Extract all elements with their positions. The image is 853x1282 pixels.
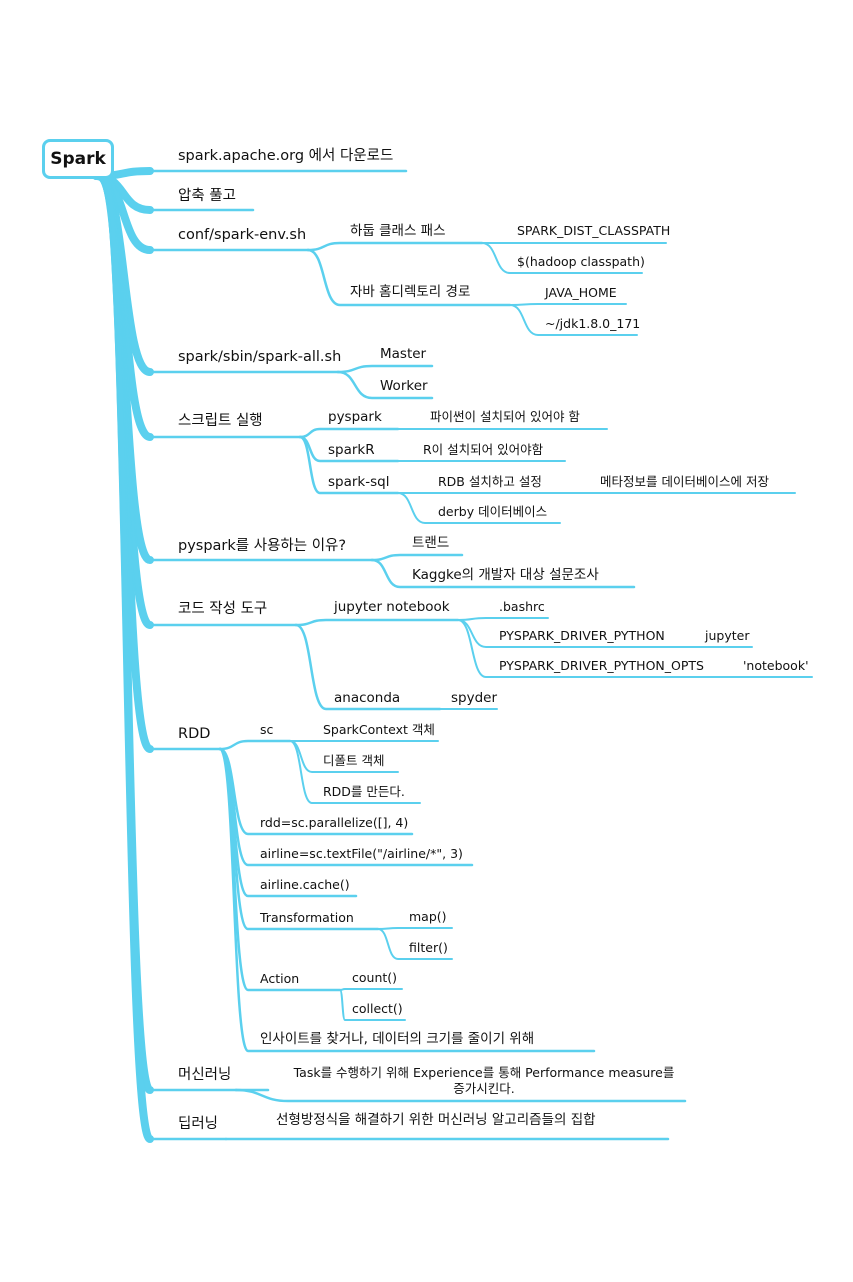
node-why-pyspark[interactable]: pyspark를 사용하는 이유? [178, 538, 347, 554]
node-script-run[interactable]: 스크립트 실행 [178, 413, 263, 429]
branch-pyspark [298, 427, 400, 439]
node-meta[interactable]: 메타정보를 데이터베이스에 저장 [600, 474, 769, 489]
branch-make-rdd [289, 740, 421, 804]
node-pyspark-driver-python-opts[interactable]: PYSPARK_DRIVER_PYTHON_OPTS [499, 658, 704, 673]
branch-kaggle [370, 558, 636, 589]
node-dl[interactable]: 딥러닝 [178, 1116, 219, 1132]
branch-sc [218, 739, 292, 751]
root-node-spark[interactable]: Spark [42, 139, 114, 179]
node-parallelize[interactable]: rdd=sc.parallelize([], 4) [260, 815, 409, 830]
node-sbin[interactable]: spark/sbin/spark-all.sh [178, 349, 342, 365]
branch-master [336, 364, 434, 374]
branch-hadoop-classpath [481, 242, 643, 274]
node-jdk[interactable]: ~/jdk1.8.0_171 [545, 316, 641, 331]
node-anaconda[interactable]: anaconda [334, 690, 401, 706]
node-notebook[interactable]: 'notebook' [743, 658, 809, 673]
node-jupyter-notebook[interactable]: jupyter notebook [334, 599, 450, 615]
node-sparkr[interactable]: sparkR [328, 442, 375, 458]
node-spark-sql[interactable]: spark-sql [328, 474, 390, 490]
branch-spark-sql [298, 435, 400, 495]
node-jupyter[interactable]: jupyter [705, 628, 750, 643]
node-insight[interactable]: 인사이트를 찾거나, 데이터의 크기를 줄이기 위해 [260, 1031, 535, 1047]
node-master[interactable]: Master [380, 346, 427, 362]
branch-hadoop-cp [306, 241, 484, 252]
node-java-home[interactable]: JAVA_HOME [545, 285, 617, 300]
branch-map [377, 927, 453, 930]
branch-collect [339, 989, 406, 1021]
node-transformation[interactable]: Transformation [260, 910, 354, 925]
node-pyspark-driver-python[interactable]: PYSPARK_DRIVER_PYTHON [499, 628, 665, 643]
node-default-object[interactable]: 디폴트 객체 [323, 753, 385, 768]
branch-anaconda [294, 623, 442, 711]
node-trend[interactable]: 트랜드 [412, 535, 450, 551]
node-pyspark[interactable]: pyspark [328, 409, 382, 425]
branch-pdpo [457, 619, 734, 678]
node-python-required[interactable]: 파이썬이 설치되어 있어야 함 [430, 409, 580, 424]
node-dl-description[interactable]: 선형방정식을 해결하기 위한 머신러닝 알고리즘들의 집합 [276, 1112, 596, 1128]
node-ml-description[interactable]: Task를 수행하기 위해 Experience를 통해 Performance… [293, 1065, 675, 1096]
node-kaggle[interactable]: Kaggke의 개발자 대상 설문조사 [412, 567, 599, 583]
node-textfile[interactable]: airline=sc.textFile("/airline/*", 3) [260, 846, 463, 861]
node-hadoop-classpath[interactable]: 하둡 클래스 패스 [350, 223, 446, 239]
node-r-required[interactable]: R이 설치되어 있어야함 [423, 442, 544, 457]
branch-count [339, 988, 403, 991]
node-hadoop-classpath-value[interactable]: $(hadoop classpath) [517, 254, 645, 269]
node-worker[interactable]: Worker [380, 378, 428, 394]
branch-jupyter-nb [294, 618, 460, 627]
node-action[interactable]: Action [260, 971, 300, 986]
node-ml[interactable]: 머신러닝 [178, 1067, 232, 1083]
branch-insight [218, 747, 596, 1053]
node-collect[interactable]: collect() [352, 1001, 403, 1016]
branch-java-home [509, 303, 627, 306]
branch-derby [397, 492, 561, 524]
node-cache[interactable]: airline.cache() [260, 877, 350, 892]
branch-filter [377, 928, 453, 960]
node-filter[interactable]: filter() [409, 940, 448, 955]
node-sc[interactable]: sc [260, 722, 274, 737]
branch-bashrc [457, 617, 549, 621]
node-sparkcontext-object[interactable]: SparkContext 객체 [323, 722, 435, 737]
node-spyder[interactable]: spyder [451, 690, 498, 706]
branch-java-home-path [306, 248, 512, 307]
branch-dl-curve [102, 174, 152, 1141]
node-rdb[interactable]: RDB 설치하고 설정 [438, 474, 542, 489]
node-make-rdd[interactable]: RDD를 만든다. [323, 784, 405, 799]
node-download[interactable]: spark.apache.org 에서 다운로드 [178, 148, 394, 164]
branch-jdk [509, 304, 638, 336]
node-code-tools[interactable]: 코드 작성 도구 [178, 601, 268, 617]
node-spark-dist-classpath[interactable]: SPARK_DIST_CLASSPATH [517, 223, 671, 238]
node-rdd[interactable]: RDD [178, 726, 211, 742]
branch-trend [370, 553, 464, 562]
node-java-home-path[interactable]: 자바 홈디렉토리 경로 [350, 284, 471, 300]
branch-ml-desc [234, 1088, 687, 1103]
node-bashrc[interactable]: .bashrc [499, 599, 545, 614]
branch-worker [336, 370, 434, 400]
node-map[interactable]: map() [409, 909, 447, 924]
node-conf[interactable]: conf/spark-env.sh [178, 227, 307, 243]
node-count[interactable]: count() [352, 970, 398, 985]
node-derby[interactable]: derby 데이터베이스 [438, 504, 548, 519]
node-unzip[interactable]: 압축 풀고 [178, 188, 236, 204]
branch-transformation [218, 747, 380, 931]
